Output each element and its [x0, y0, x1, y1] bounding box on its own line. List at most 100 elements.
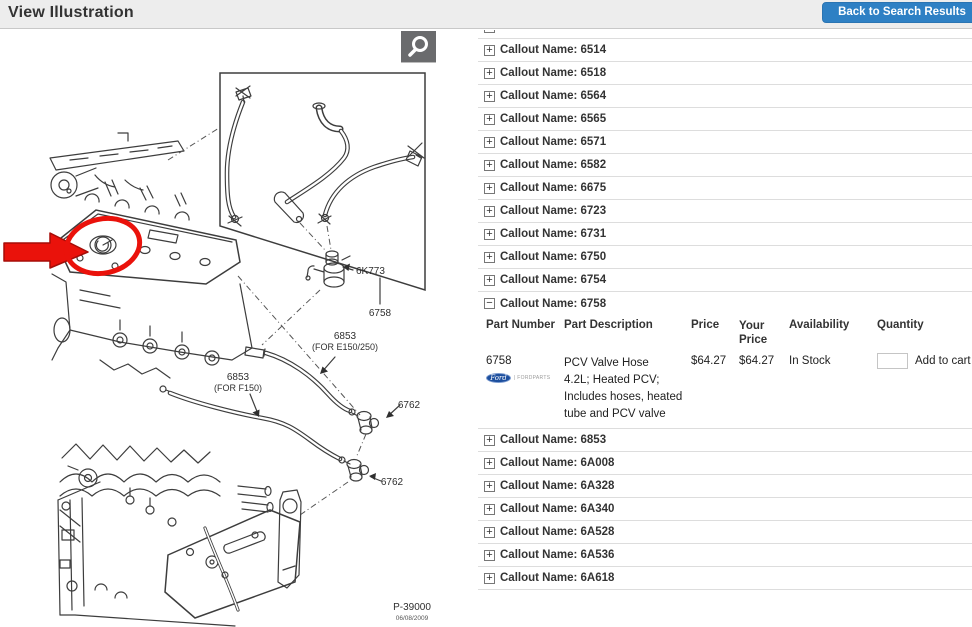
expand-icon[interactable]: + [484, 90, 495, 102]
callout-row[interactable]: + Callout Name: 6675 [478, 177, 972, 200]
callout-label: Callout Name: 6750 [500, 251, 607, 263]
hose-e150-label: 6853 [334, 331, 357, 342]
red-circle-highlight [63, 215, 143, 277]
drawing-number: P-39000 [393, 602, 431, 613]
expand-icon[interactable]: + [484, 549, 495, 561]
expand-icon[interactable]: + [484, 251, 495, 263]
description-line: tube and PCV valve [564, 408, 666, 420]
callout-row[interactable]: + Callout Name: 6513 [478, 30, 972, 39]
hose-f150-variant: (FOR F150) [214, 383, 262, 393]
description-line: 4.2L; Heated PCV; [564, 374, 660, 386]
expand-icon[interactable]: + [484, 159, 495, 171]
callout-label: Callout Name: 6754 [500, 274, 607, 286]
callout-label: Callout Name: 6518 [500, 67, 607, 79]
zoom-button[interactable] [401, 31, 436, 63]
expand-icon[interactable]: + [484, 503, 495, 515]
callout-label: Callout Name: 6571 [500, 136, 607, 148]
expand-icon[interactable]: + [484, 274, 495, 286]
callout-row[interactable]: + Callout Name: 6A008 [478, 452, 972, 475]
callout-label: Callout Name: 6513 [500, 30, 606, 33]
ford-parts-wordmark: | FORDPARTS [514, 375, 551, 381]
callout-row[interactable]: + Callout Name: 6731 [478, 223, 972, 246]
page-title: View Illustration [8, 4, 134, 21]
col-header-price: Price [691, 319, 720, 331]
collapse-icon[interactable]: − [484, 298, 495, 309]
callout-row[interactable]: + Callout Name: 6853 [478, 429, 972, 452]
callout-label: Callout Name: 6A340 [500, 503, 615, 515]
callout-row[interactable]: + Callout Name: 6A536 [478, 544, 972, 567]
callout-label: Callout Name: 6582 [500, 159, 607, 171]
callout-label: Callout Name: 6A008 [500, 457, 615, 469]
engine-top-drawing [49, 127, 361, 416]
illustration-panel: 6K773 6758 6853 (FOR E150/250) [0, 30, 478, 627]
callout-row[interactable]: + Callout Name: 6A340 [478, 498, 972, 521]
callout-row[interactable]: + Callout Name: 6723 [478, 200, 972, 223]
red-arrow-icon [3, 232, 89, 269]
part-table: Part Number Part Description Price Your … [478, 315, 972, 429]
hose-assembly-box: 6K773 6758 [219, 72, 426, 346]
assembly-label: 6758 [369, 308, 392, 319]
expand-icon[interactable]: + [484, 526, 495, 538]
engine-illustration: 6K773 6758 6853 (FOR E150/250) [3, 72, 431, 627]
description-line: PCV Valve Hose [564, 357, 649, 369]
callout-row[interactable]: + Callout Name: 6518 [478, 62, 972, 85]
expand-icon[interactable]: + [484, 205, 495, 217]
callout-list: + Callout Name: 6513 + Callout Name: 651… [478, 30, 972, 590]
callout-row[interactable]: + Callout Name: 6582 [478, 154, 972, 177]
callout-row[interactable]: + Callout Name: 6565 [478, 108, 972, 131]
callout-label: Callout Name: 6514 [500, 44, 607, 56]
hose-e150-variant: (FOR E150/250) [312, 342, 378, 352]
expand-icon[interactable]: + [484, 457, 495, 469]
drawing-date: 06/08/2009 [396, 615, 429, 622]
callout-row[interactable]: + Callout Name: 6A328 [478, 475, 972, 498]
back-to-search-results-button[interactable]: Back to Search Results [822, 2, 972, 23]
callout-row[interactable]: + Callout Name: 6754 [478, 269, 972, 292]
quantity-input[interactable] [877, 353, 908, 369]
callout-label: Callout Name: 6564 [500, 90, 607, 102]
description-line: Includes hoses, heated [564, 391, 683, 403]
magnifier-icon [408, 36, 428, 57]
callout-label: Callout Name: 6853 [500, 434, 607, 446]
expand-icon[interactable]: + [484, 67, 495, 79]
callout-row[interactable]: + Callout Name: 6750 [478, 246, 972, 269]
callout-row[interactable]: + Callout Name: 6571 [478, 131, 972, 154]
callout-label: Callout Name: 6723 [500, 205, 607, 217]
callout-row[interactable]: + Callout Name: 6564 [478, 85, 972, 108]
ford-logo-icon: Ford [486, 373, 511, 383]
engine-bottom-drawing [57, 443, 302, 627]
expand-icon[interactable]: + [484, 572, 495, 584]
callout-label: Callout Name: 6675 [500, 182, 607, 194]
callout-label: Callout Name: 6A328 [500, 480, 615, 492]
pcv-valve-drawing [305, 250, 351, 288]
part-number: 6758 [486, 355, 512, 367]
callout-label: Callout Name: 6758 [500, 297, 607, 310]
add-to-cart-link[interactable]: Add to cart [915, 355, 971, 367]
mid-hoses-drawing: 6853 (FOR E150/250) 6853 (FOR F150) 6762 [159, 331, 421, 516]
expand-icon[interactable]: + [484, 44, 495, 56]
hose-f150-label: 6853 [227, 372, 250, 383]
col-header-part-description: Part Description [564, 319, 653, 331]
expand-icon[interactable]: + [484, 228, 495, 240]
elbow2-label: 6762 [381, 477, 404, 488]
expand-icon[interactable]: + [484, 182, 495, 194]
expand-icon[interactable]: + [484, 30, 495, 33]
col-header-your-price: Your Price [739, 320, 768, 346]
expand-icon[interactable]: + [484, 113, 495, 125]
callout-row[interactable]: + Callout Name: 6514 [478, 39, 972, 62]
part-description: PCV Valve Hose 4.2L; Heated PCV; Include… [564, 355, 682, 423]
callout-row[interactable]: + Callout Name: 6A528 [478, 521, 972, 544]
callout-row-expanded[interactable]: − Callout Name: 6758 [478, 292, 972, 315]
expand-icon[interactable]: + [484, 136, 495, 148]
callout-row[interactable]: + Callout Name: 6A618 [478, 567, 972, 590]
callout-label: Callout Name: 6731 [500, 228, 607, 240]
price-value: $64.27 [691, 355, 727, 367]
callout-label: Callout Name: 6A528 [500, 526, 615, 538]
expand-icon[interactable]: + [484, 480, 495, 492]
expand-icon[interactable]: + [484, 434, 495, 446]
valve-label: 6K773 [356, 266, 385, 277]
callout-list-panel: + Callout Name: 6513 + Callout Name: 651… [478, 30, 972, 627]
col-header-quantity: Quantity [877, 319, 924, 331]
your-price-value: $64.27 [739, 355, 775, 367]
brand-logo: Ford | FORDPARTS [486, 373, 550, 383]
